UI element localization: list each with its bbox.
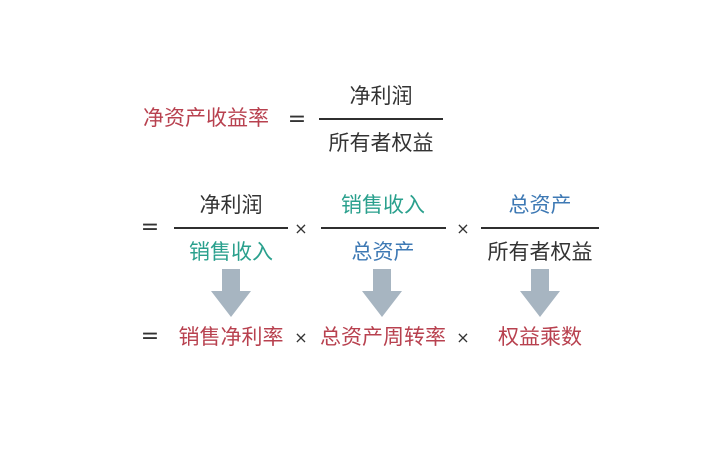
asset-turnover-label: 总资产周转率 <box>320 325 446 349</box>
equity-multiplier-label: 权益乘数 <box>498 325 582 349</box>
f1-numerator: 净利润 <box>199 193 263 217</box>
fraction-bar-2 <box>174 227 288 229</box>
net-profit-numerator: 净利润 <box>349 84 413 108</box>
equals-sign-1: = <box>287 107 307 132</box>
equals-sign-3: = <box>140 324 160 349</box>
times-sign-4: × <box>456 328 470 347</box>
f3-numerator: 总资产 <box>508 193 572 217</box>
f1-denominator: 销售收入 <box>189 240 273 264</box>
down-arrow-icon <box>211 269 251 317</box>
f2-numerator: 销售收入 <box>341 193 425 217</box>
fraction-bar-3 <box>321 227 446 229</box>
times-sign-3: × <box>294 328 308 347</box>
fraction-bar-1 <box>319 118 443 120</box>
f3-denominator: 所有者权益 <box>487 240 593 264</box>
equals-sign-2: = <box>140 215 160 240</box>
down-arrow-icon <box>520 269 560 317</box>
roe-label: 净资产收益率 <box>143 106 269 130</box>
owners-equity-denominator: 所有者权益 <box>328 131 434 155</box>
fraction-bar-4 <box>481 227 599 229</box>
times-sign-1: × <box>294 219 308 238</box>
net-profit-margin-label: 销售净利率 <box>178 325 284 349</box>
f2-denominator: 总资产 <box>351 240 415 264</box>
down-arrow-icon <box>362 269 402 317</box>
times-sign-2: × <box>456 219 470 238</box>
